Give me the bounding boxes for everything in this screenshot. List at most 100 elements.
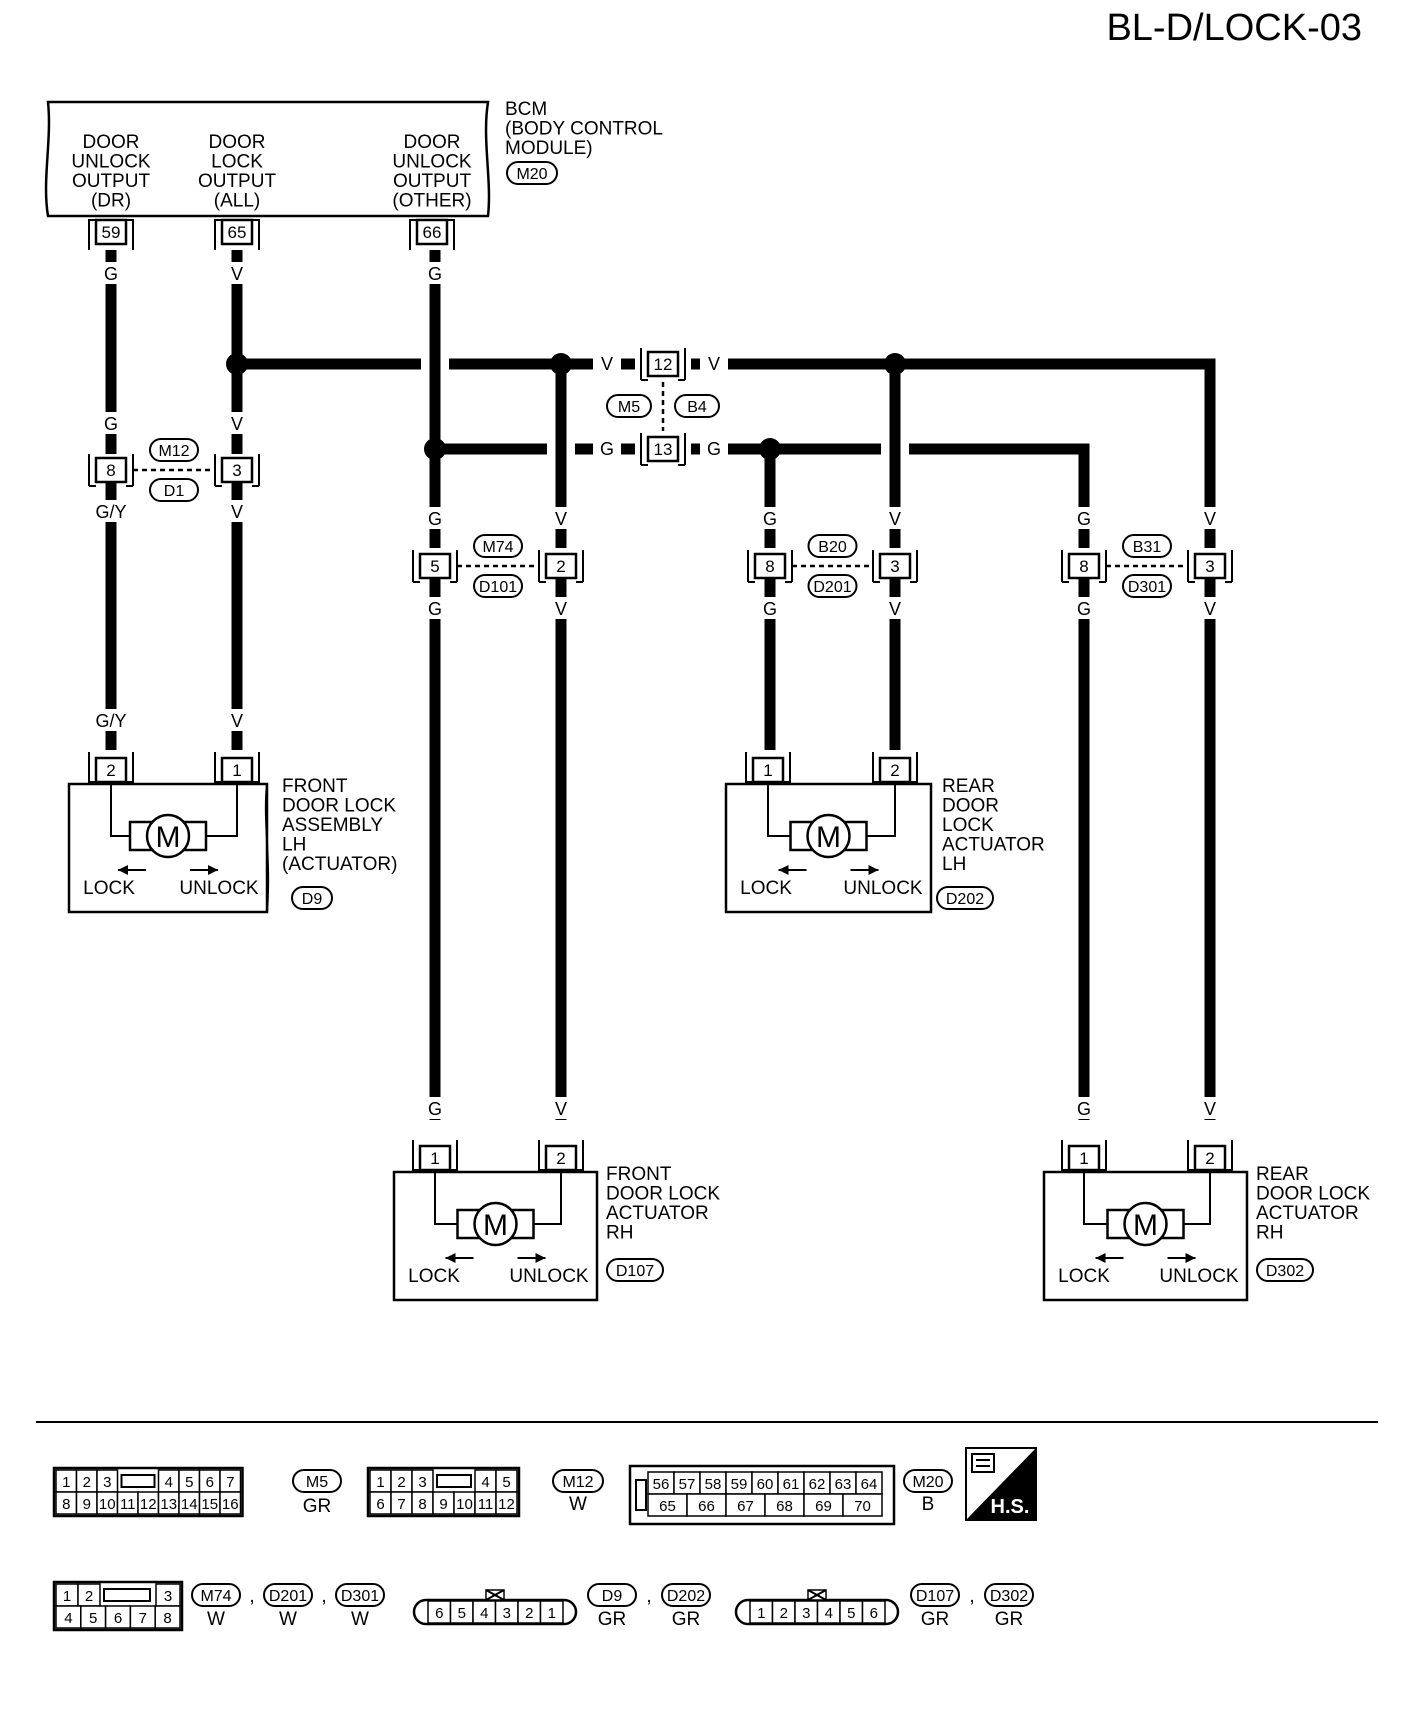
pin-number: 1 (763, 761, 772, 780)
connector-d202-id-badge (661, 1583, 711, 1607)
rear-door-lock-lh-name-line: ACTUATOR (942, 835, 1045, 856)
connector-m74-id-id: M74 (200, 1588, 231, 1605)
joint-m74-d101-terminal: 2 (538, 550, 584, 583)
connector-d9-cavity-number: 5 (458, 1605, 466, 1622)
pin-number: 1 (232, 761, 241, 780)
terminal-box (544, 552, 578, 580)
wire-color-label: V (231, 502, 243, 522)
wire-label-bg (423, 1097, 447, 1119)
wire-color-label: G/Y (95, 711, 126, 731)
connector-m5-cavity (219, 1491, 242, 1515)
wire-label-bg (225, 412, 249, 434)
pin-number: 2 (106, 761, 115, 780)
joint-m5-badge (606, 394, 652, 418)
front-door-lock-rh-unlock-arrow (535, 1253, 546, 1263)
connector-m5-cavity-number: 14 (181, 1496, 198, 1513)
connector-d9-cavity-number: 2 (525, 1605, 533, 1622)
terminal-bracket (783, 752, 791, 783)
connector-m12-cavity-number: 8 (418, 1496, 426, 1513)
terminal-box (1067, 552, 1101, 580)
terminal-box (878, 756, 912, 784)
terminal-bracket (450, 1140, 458, 1171)
front-door-lock-lh-internal-wire (206, 784, 238, 837)
bcm-connector-badge (506, 161, 558, 185)
harness-icon (971, 1453, 995, 1473)
connector-m12-cavity-number: 1 (376, 1474, 384, 1491)
front-door-lock-lh-name-line: ASSEMBLY (282, 815, 383, 836)
rear-door-lock-rh-terminal: 2 (1187, 1140, 1233, 1172)
connector-m5-cavity-number: 6 (206, 1474, 214, 1491)
connector-d301-color: W (351, 1609, 369, 1630)
joint-b20-d201-d201-badge (807, 574, 858, 598)
front-door-lock-lh-lock-arrow (118, 865, 128, 875)
connector-m74-cavity-number: 1 (63, 1588, 71, 1605)
connector-m12-cavity-number: 3 (418, 1474, 426, 1491)
wire-label-bg (99, 500, 123, 522)
wire-label-bg (883, 597, 907, 619)
front-door-lock-lh-connector-badge (291, 886, 333, 910)
terminal-box (1193, 552, 1227, 580)
bcm-connector-id: M20 (516, 166, 547, 183)
connector-m74-cavity-number: 2 (85, 1588, 93, 1605)
connector-m20-housing (628, 1464, 896, 1526)
connector-d107-color: GR (921, 1609, 950, 1630)
connector-m12-cavity-number: 9 (439, 1496, 447, 1513)
rear-door-lock-rh-name-line: ACTUATOR (1256, 1203, 1359, 1224)
connector-m20-cavity (842, 1493, 883, 1517)
connector-m5-cavity-number: 15 (201, 1496, 218, 1513)
wire-label-bg (423, 507, 447, 529)
joint-m12-d1-m12-badge (149, 438, 199, 462)
terminal-bracket (214, 752, 222, 783)
wire-color-label: V (555, 509, 567, 529)
connector-m12-housing (366, 1466, 521, 1518)
wire-label-bg (593, 435, 621, 463)
connector-m20-cavity-number: 61 (783, 1476, 800, 1493)
bcm-body (44, 100, 491, 218)
wire-color-label: G (1077, 509, 1091, 529)
connector-m5-cavity-number: 8 (62, 1496, 70, 1513)
front-door-lock-rh-unlock-label: UNLOCK (509, 1266, 589, 1287)
terminal-bracket (252, 752, 260, 783)
bcm-output-label: UNLOCK (392, 152, 472, 173)
terminal-bracket (126, 752, 134, 783)
front-door-lock-lh-connector-id: D9 (302, 891, 323, 908)
connector-m12-cavity-number: 11 (478, 1496, 494, 1513)
wire-label-bg (549, 1097, 573, 1119)
connector-m74-lock-tab (103, 1588, 151, 1602)
wire-color-label: V (555, 599, 567, 619)
connector-d202-color: GR (672, 1609, 701, 1630)
front-door-lock-rh-name-line: RH (606, 1223, 633, 1244)
bcm-name-line: (BODY CONTROL (505, 119, 663, 140)
wire-color-label: V (231, 264, 243, 284)
front-door-lock-lh-unlock-label: UNLOCK (179, 878, 259, 899)
terminal-box (753, 552, 787, 580)
rear-door-lock-lh-unlock-label: UNLOCK (843, 878, 923, 899)
bcm-output-label: (DR) (91, 191, 131, 212)
connector-d107-lock-tab (807, 1589, 827, 1601)
rear-door-lock-lh-terminal: 2 (872, 752, 918, 784)
connector-d9-cavity-number: 6 (435, 1605, 443, 1622)
wire-color-label: V (231, 414, 243, 434)
front-door-lock-rh-terminal: 1 (412, 1140, 458, 1172)
separator-comma: , (249, 1586, 254, 1607)
front-door-lock-rh-motor (473, 1201, 518, 1247)
joint-m74-d101-terminal: 5 (412, 550, 458, 583)
connector-d201-id-badge (263, 1583, 313, 1607)
connector-m5-cavity-number: 5 (185, 1474, 193, 1491)
wire-label-bg (758, 597, 782, 619)
connector-m74-cavity-number: 8 (163, 1610, 171, 1627)
terminal-bracket (126, 219, 134, 250)
connector-m12-cavity-number: 6 (376, 1496, 384, 1513)
bcm-output-label: UNLOCK (71, 152, 151, 173)
pin-number: 2 (1205, 1149, 1214, 1168)
rear-door-lock-rh-internal-wire (1083, 1172, 1108, 1225)
wire-color-label: G (428, 1099, 442, 1119)
rear-door-lock-rh-unlock-arrow (1185, 1253, 1196, 1263)
wire-color-label: G (1077, 599, 1091, 619)
connector-m20-cavity-number: 70 (854, 1498, 871, 1515)
rear-door-lock-rh-motor (1123, 1201, 1168, 1247)
connector-m20-cavity-number: 67 (737, 1498, 754, 1515)
terminal-box (544, 1144, 578, 1172)
connector-d107-cavity-number: 5 (847, 1605, 855, 1622)
front-door-lock-lh-name-line: FRONT (282, 776, 348, 797)
